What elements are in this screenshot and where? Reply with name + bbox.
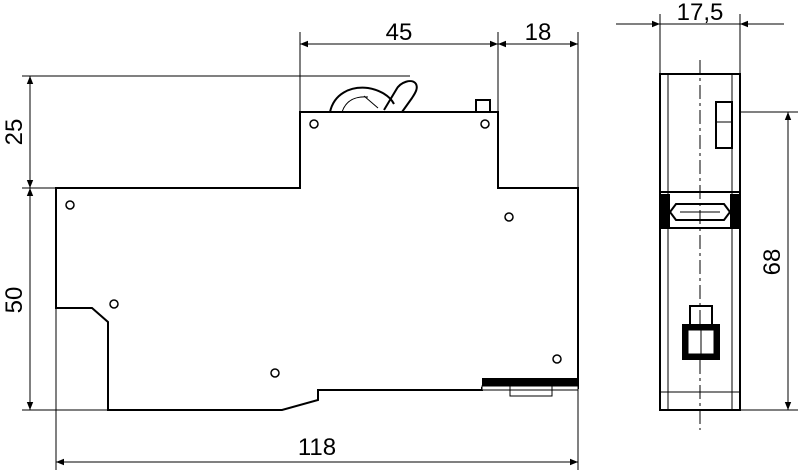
front-body-outline	[55, 111, 579, 411]
dim-label-50: 50	[1, 287, 28, 314]
side-dimensions: 17,5 68	[616, 0, 798, 411]
din-rail-clip	[481, 378, 579, 397]
mounting-hole	[270, 368, 280, 378]
dim-label-45: 45	[386, 19, 413, 46]
dim-label-68: 68	[759, 249, 786, 276]
test-button	[475, 99, 491, 113]
side-toggle-slot	[715, 101, 733, 149]
side-middle-band	[660, 191, 740, 229]
mounting-hole	[65, 200, 75, 210]
mounting-hole	[504, 212, 514, 222]
mounting-hole	[480, 119, 490, 129]
mounting-hole	[309, 119, 319, 129]
dim-label-18: 18	[525, 19, 552, 46]
mounting-hole	[109, 299, 119, 309]
mounting-hole	[552, 354, 562, 364]
dim-label-17-5: 17,5	[677, 0, 724, 26]
dim-label-25: 25	[1, 119, 28, 146]
side-terminal	[682, 305, 720, 360]
dim-label-118: 118	[298, 434, 336, 461]
front-dimensions: 45 18 25 50 118	[1, 19, 579, 470]
side-view	[659, 60, 741, 430]
front-view	[55, 80, 579, 411]
toggle-lever	[329, 80, 418, 113]
